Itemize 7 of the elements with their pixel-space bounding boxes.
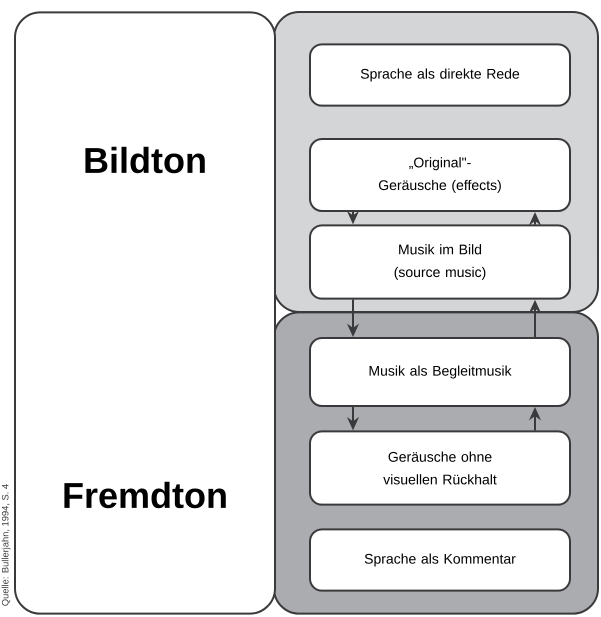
category-box: Geräusche ohne visuellen Rückhalt [309,430,571,506]
category-box: „Original"-Geräusche (effects) [309,138,571,212]
category-box: Sprache als Kommentar [309,528,571,592]
category-panel: Bildton Fremdton [14,11,276,615]
category-box: Musik als Begleitmusik [309,337,571,407]
category-box: Musik im Bild (source music) [309,224,571,300]
category-box: Sprache als direkte Rede [309,43,571,107]
